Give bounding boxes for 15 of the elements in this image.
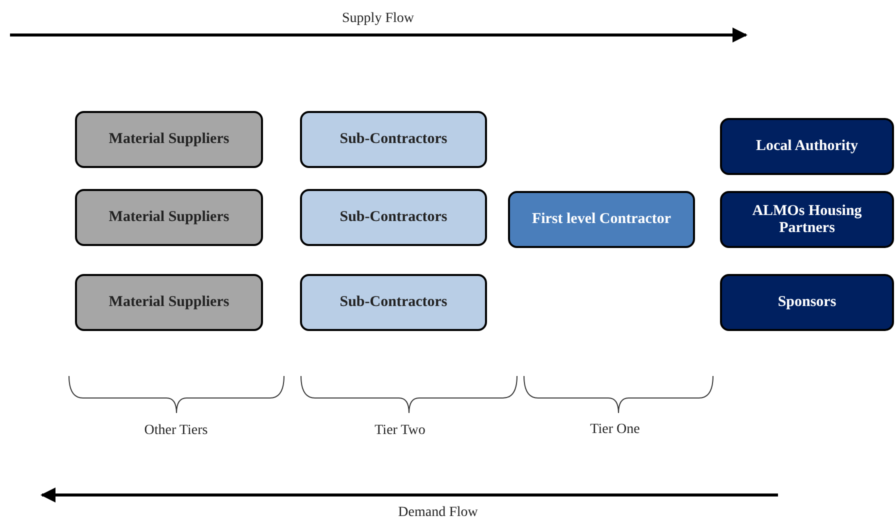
subcontractor-box: Sub-Contractors xyxy=(300,111,487,168)
supplier-box: Material Suppliers xyxy=(75,274,263,331)
tier-label: Tier Two xyxy=(374,423,426,439)
subcontractor-box: Sub-Contractors xyxy=(300,189,487,246)
contractor-box: First level Contractor xyxy=(508,191,695,248)
subcontractor-box: Sub-Contractors xyxy=(300,274,487,331)
client-box: ALMOs Housing Partners xyxy=(720,191,894,248)
flow-label: Supply Flow xyxy=(342,11,414,27)
client-box: Sponsors xyxy=(720,274,894,331)
supplier-box: Material Suppliers xyxy=(75,189,263,246)
flow-label: Demand Flow xyxy=(398,505,478,521)
client-box: Local Authority xyxy=(720,118,894,175)
tier-label: Other Tiers xyxy=(144,423,208,439)
supplier-box: Material Suppliers xyxy=(75,111,263,168)
tier-label: Tier One xyxy=(590,422,640,438)
